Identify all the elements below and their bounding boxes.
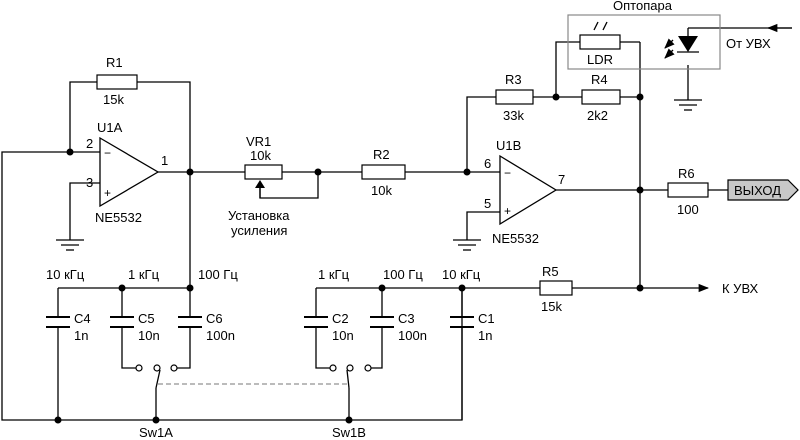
r2-value: 10k (371, 183, 392, 198)
r2-resistor (361, 164, 406, 180)
r4-resistor (581, 89, 621, 105)
u1b-pin-out: 7 (558, 172, 565, 187)
c5-value: 10n (138, 328, 160, 343)
r5-value: 15k (541, 299, 562, 314)
r4-ref: R4 (591, 72, 608, 87)
led-emission-arrows (664, 38, 675, 59)
c2-ref: C2 (332, 311, 349, 326)
freq-left-1k: 1 кГц (128, 267, 160, 282)
u1b-pin-inv: 6 (484, 156, 491, 171)
r5-ref: R5 (542, 264, 559, 279)
u1b-plus: + (504, 204, 511, 218)
vr1-potentiometer (244, 164, 283, 180)
ldr-light-arrows (593, 21, 608, 31)
r1-resistor (96, 74, 138, 90)
r6-resistor (667, 182, 709, 198)
output-label: ВЫХОД (734, 183, 781, 198)
u1a-part: NE5532 (95, 210, 142, 225)
vr1-note-line2: усиления (231, 223, 287, 238)
r2-ref: R2 (373, 147, 390, 162)
c5-capacitor (110, 316, 134, 328)
u1a-pin-noninv: 3 (86, 175, 93, 190)
c6-capacitor (178, 316, 202, 328)
r1-ref: R1 (106, 55, 123, 70)
u1b-ref: U1B (496, 138, 521, 153)
vr1-wiper-head (255, 180, 265, 188)
u1a-pin-out: 1 (161, 153, 168, 168)
c1-value: 1n (478, 328, 492, 343)
sw1a-contact-mid (153, 364, 161, 372)
ground-u1b (453, 239, 481, 251)
sw1b-contact-left (329, 364, 337, 372)
sw1a-ref: Sw1A (139, 425, 173, 440)
sw1b-contact-mid (346, 364, 354, 372)
c4-value: 1n (74, 328, 88, 343)
c3-capacitor (370, 316, 394, 328)
c6-ref: C6 (206, 311, 223, 326)
u1a-minus: − (104, 146, 111, 160)
vr1-value: 10k (250, 148, 271, 163)
r4-value: 2k2 (587, 108, 608, 123)
r3-ref: R3 (505, 72, 522, 87)
r6-ref: R6 (678, 166, 695, 181)
ldr-resistor (579, 34, 621, 50)
sw1a-contact-right (170, 364, 178, 372)
led-diode (677, 36, 699, 53)
c6-value: 100n (206, 328, 235, 343)
freq-right-10k: 10 кГц (442, 267, 481, 282)
c4-ref: C4 (74, 311, 91, 326)
freq-left-100: 100 Гц (198, 267, 238, 282)
optocoupler-box (567, 14, 721, 70)
c2-capacitor (304, 316, 328, 328)
freq-right-1k: 1 кГц (318, 267, 350, 282)
c5-ref: C5 (138, 311, 155, 326)
sw1b-ref: Sw1B (332, 425, 366, 440)
sw1a-contact-left (135, 364, 143, 372)
vr1-ref: VR1 (246, 134, 271, 149)
u1b-minus: − (504, 166, 511, 180)
optocoupler-title: Оптопара (613, 0, 673, 13)
ldr-label: LDR (587, 52, 613, 67)
ground-led (674, 99, 702, 111)
output-port-shape (727, 179, 799, 201)
from-amp-label: От УВХ (726, 36, 771, 51)
sw1a-arm (155, 369, 161, 389)
r1-value: 15k (103, 92, 124, 107)
c1-ref: C1 (478, 311, 495, 326)
u1b-part: NE5532 (492, 231, 539, 246)
to-amp-label: К УВХ (722, 281, 759, 296)
sw1b-contact-right (364, 364, 372, 372)
c1-capacitor (450, 316, 474, 328)
r3-resistor (495, 89, 534, 105)
r3-value: 33k (503, 108, 524, 123)
vr1-note-line1: Установка (228, 208, 290, 223)
u1a-plus: + (104, 186, 111, 200)
u1a-opamp (99, 136, 160, 208)
r5-resistor (539, 280, 573, 296)
c2-value: 10n (332, 328, 354, 343)
u1b-opamp (499, 154, 558, 226)
u1a-ref: U1A (97, 120, 123, 135)
c3-ref: C3 (398, 311, 415, 326)
freq-right-100: 100 Гц (383, 267, 423, 282)
c3-value: 100n (398, 328, 427, 343)
r6-value: 100 (677, 202, 699, 217)
junction-dots (54, 93, 644, 424)
sw1b-arm (346, 369, 350, 389)
u1a-pin-inv: 2 (86, 136, 93, 151)
c4-capacitor (46, 316, 70, 328)
freq-left-10k: 10 кГц (46, 267, 85, 282)
ground-u1a (56, 239, 84, 251)
u1b-pin-noninv: 5 (484, 196, 491, 211)
